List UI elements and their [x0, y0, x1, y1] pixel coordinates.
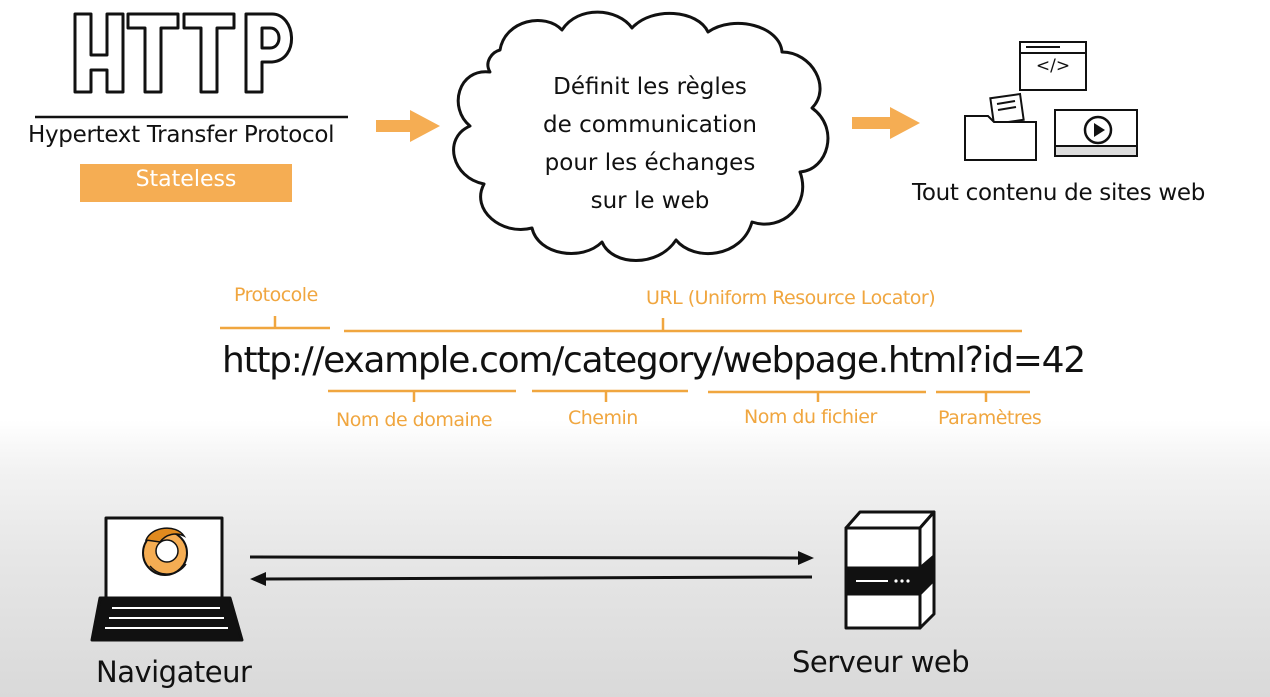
cloud-text: Définit les règles de communication pour… — [520, 68, 780, 220]
arrow-right-icon — [852, 107, 920, 139]
arrow-right-icon — [376, 110, 440, 142]
server-label: Serveur web — [792, 645, 970, 679]
label-file: Nom du fichier — [744, 406, 877, 428]
protocol-full-name: Hypertext Transfer Protocol — [28, 122, 335, 148]
request-arrow — [249, 551, 814, 565]
code-symbol: </> — [1035, 56, 1071, 76]
cloud-shape — [452, 10, 830, 262]
example-url: http://example.com/category/webpage.html… — [222, 340, 1086, 381]
firefox-icon — [142, 527, 188, 576]
video-icon — [1054, 109, 1138, 157]
label-params: Paramètres — [938, 407, 1042, 429]
stateless-label: Stateless — [135, 167, 237, 192]
url-brackets — [220, 316, 1030, 402]
response-arrow — [250, 572, 813, 586]
cloud-line: sur le web — [590, 188, 710, 214]
cloud-line: Définit les règles — [553, 74, 747, 100]
cloud-line: pour les échanges — [544, 150, 756, 176]
cloud-line: de communication — [543, 112, 757, 138]
stateless-badge — [80, 164, 292, 202]
label-protocol: Protocole — [234, 284, 318, 306]
folder-icon — [964, 92, 1037, 161]
server-icon — [844, 510, 936, 630]
browser-label: Navigateur — [96, 655, 252, 689]
http-logo — [73, 12, 293, 94]
code-window-icon — [1019, 41, 1087, 91]
label-domain: Nom de domaine — [336, 409, 493, 431]
label-path: Chemin — [568, 407, 638, 429]
content-caption: Tout contenu de sites web — [912, 180, 1206, 206]
label-url: URL (Uniform Resource Locator) — [646, 287, 936, 309]
